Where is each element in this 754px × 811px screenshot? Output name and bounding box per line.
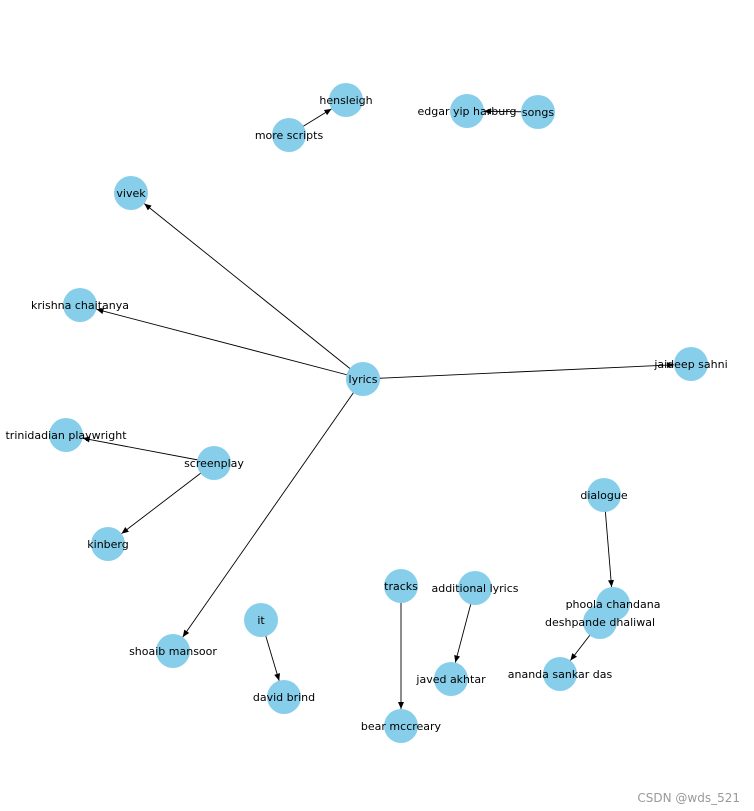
node-label-it: it [257,614,265,627]
node-dialogue [587,478,621,512]
node-it [244,603,278,637]
node-label-tracks: tracks [384,580,418,593]
node-ananda [543,657,577,691]
node-trinidadian [49,418,83,452]
node-label-songs: songs [522,106,554,119]
edge-lyrics-to-jaideep [362,364,675,380]
node-label-ananda: ananda sankar das [508,668,613,681]
node-vivek [114,176,148,210]
arrowhead-additional_lyrics-to-javed [454,655,461,663]
node-label-hensleigh: hensleigh [319,94,372,107]
node-label-screenplay: screenplay [184,457,244,470]
node-more_scripts [272,118,306,152]
arrowhead-lyrics-to-krishna [96,308,104,314]
node-bear [384,709,418,743]
arrowhead-deshpande-to-ananda [570,653,578,661]
edge-lyrics-to-krishna [96,308,364,380]
node-label-phoola: phoola chandana [566,598,661,611]
edge-screenplay-to-trinidadian [82,437,215,464]
arrowhead-it-to-david [274,673,281,681]
node-label-kinberg: kinberg [87,538,128,551]
arrowhead-screenplay-to-kinberg [121,527,129,534]
node-label-edgar: edgar yip harburg [417,105,516,118]
node-label-trinidadian: trinidadian playwright [5,429,127,442]
node-david [267,680,301,714]
node-label-javed: javed akhtar [415,673,486,686]
arrowhead-lyrics-to-shoaib [182,629,190,638]
watermark: CSDN @wds_521 [637,791,740,805]
node-label-dialogue: dialogue [580,489,628,502]
arrowhead-dialogue-to-phoola [608,579,615,588]
node-hensleigh [329,83,363,117]
arrowhead-lyrics-to-jaideep [666,362,675,369]
node-tracks [384,569,418,603]
edge-lyrics-to-vivek [143,203,364,380]
node-edgar [450,94,484,128]
node-label-shoaib: shoaib mansoor [129,645,217,658]
node-label-lyrics: lyrics [349,373,378,386]
arrowhead-tracks-to-bear [398,702,404,709]
node-label-vivek: vivek [116,187,146,200]
arrowhead-lyrics-to-vivek [144,203,152,211]
arrowhead-more_scripts-to-hensleigh [323,108,332,116]
node-screenplay [197,446,231,480]
node-kinberg [91,527,125,561]
node-label-jaideep: jaideep sahni [653,358,727,371]
node-label-bear: bear mccreary [361,720,442,733]
node-label-deshpande: deshpande dhaliwal [545,616,655,629]
node-krishna [63,288,97,322]
node-jaideep [674,347,708,381]
node-deshpande [583,605,617,639]
node-songs [521,95,555,129]
node-additional_lyrics [458,571,492,605]
node-javed [434,662,468,696]
node-label-additional_lyrics: additional lyrics [431,582,518,595]
arrowhead-songs-to-edgar [483,108,492,115]
node-label-krishna: krishna chaitanya [31,299,129,312]
node-label-more_scripts: more scripts [255,129,324,142]
nodes-layer: hensleigh more scripts edgar yip harburg so… [5,83,728,743]
node-label-david: david brind [253,691,315,704]
edge-screenplay-to-kinberg [121,462,215,535]
arrowhead-screenplay-to-trinidadian [82,436,91,443]
node-shoaib [156,634,190,668]
edge-lyrics-to-shoaib [182,378,364,638]
node-lyrics [346,362,380,396]
